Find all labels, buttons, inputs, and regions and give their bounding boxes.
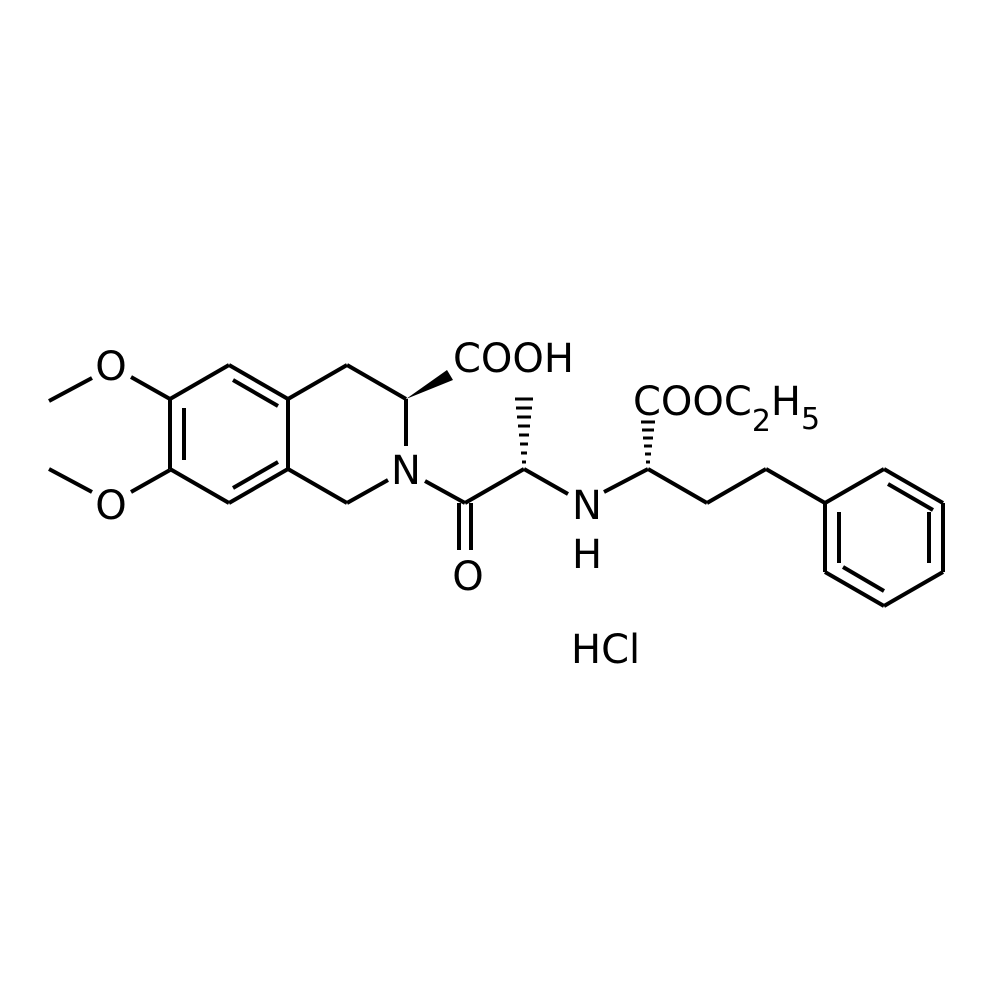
label-cooh: COOH	[453, 336, 574, 382]
bond-o-bottom-aromatic	[130, 468, 171, 494]
bond-chain-3	[765, 467, 826, 505]
hashed-wedge-methyl	[515, 397, 533, 464]
bond-carbonyl-alpha	[464, 467, 525, 505]
bond-chain-2	[706, 467, 767, 505]
bond-alpha-nh	[523, 467, 569, 496]
hashed-wedge-ester	[641, 420, 655, 464]
bond-methyl-o-bottom	[48, 467, 93, 494]
label-salt-hcl: HCl	[571, 627, 640, 673]
bond-o-top-aromatic	[130, 375, 171, 401]
bond-methyl-o-top	[48, 376, 93, 403]
benzo-ring	[168, 363, 290, 505]
atom-n-ring: N	[391, 448, 421, 494]
atom-n-amine: N	[572, 483, 602, 529]
ester-prefix: COOC	[633, 379, 752, 425]
atom-o-carbonyl: O	[452, 554, 483, 600]
atom-o-methoxy-top: O	[95, 344, 126, 390]
ester-h: H	[771, 379, 801, 425]
wedge-bond-cooh	[406, 370, 453, 399]
bond-nh-alpha2	[603, 467, 649, 494]
ester-subscript-2: 2	[752, 404, 771, 439]
saturated-ring	[287, 363, 408, 505]
label-ester: COOC2H5	[633, 379, 820, 439]
ester-subscript-5: 5	[801, 402, 820, 437]
atom-h-amine: H	[572, 532, 602, 578]
phenyl-ring	[823, 467, 945, 608]
bond-n-carbonyl	[424, 479, 466, 505]
atom-o-methoxy-bottom: O	[95, 483, 126, 529]
bond-chain-1	[647, 467, 708, 505]
